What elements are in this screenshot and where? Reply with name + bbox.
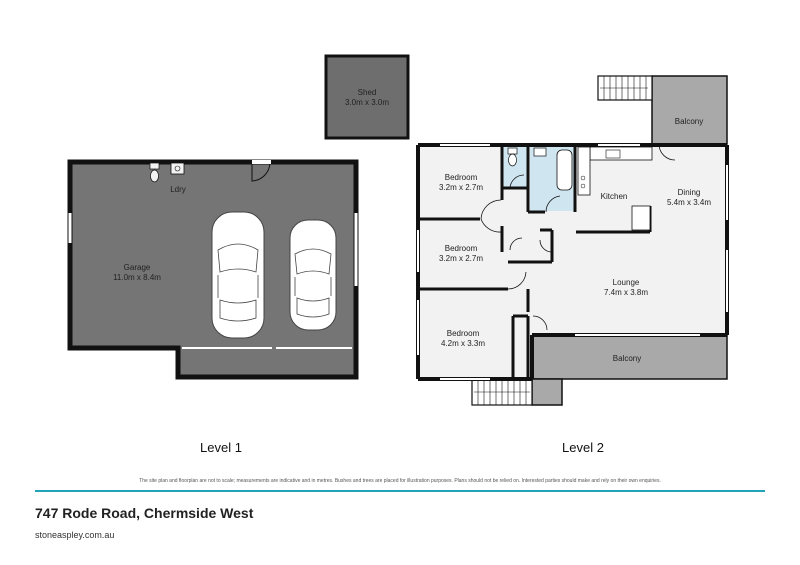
kitchen-benches: [577, 146, 653, 231]
kitchen-sink: [605, 149, 621, 159]
dining-size: 5.4m x 3.4m: [667, 198, 711, 207]
cooktop-burner-2: [580, 183, 586, 189]
balcony-bottom-step: [531, 378, 563, 406]
toilet-bowl: [150, 169, 159, 183]
laundry-tub-drain: [174, 165, 181, 172]
laundry-label: Ldry: [170, 185, 186, 194]
level-2-doors: [480, 144, 676, 331]
stairs-bottom: [471, 379, 533, 406]
garage-name: Garage: [124, 263, 151, 272]
stairs-top: [597, 75, 653, 101]
property-address: 747 Rode Road, Chermside West: [35, 505, 254, 521]
garage-entry-door: [251, 162, 271, 182]
kitchen-label: Kitchen: [601, 192, 628, 201]
level-2-floor: [418, 145, 727, 379]
level-1-title: Level 1: [200, 440, 242, 455]
laundry-tub: [170, 162, 185, 175]
bedroom-3-size: 4.2m x 3.3m: [441, 339, 485, 348]
toilet-bowl-l2: [508, 153, 517, 167]
level-2-windows: [417, 144, 728, 380]
car-left: [211, 211, 265, 339]
agency-website: stoneaspley.com.au: [35, 530, 115, 540]
toilet-cistern-l2: [507, 147, 518, 155]
bedroom-2-size: 3.2m x 2.7m: [439, 254, 483, 263]
bathtub: [556, 149, 573, 191]
lounge-name: Lounge: [613, 278, 640, 287]
vanity-basin: [533, 147, 547, 157]
bedroom-1-name: Bedroom: [445, 173, 478, 182]
toilet-cistern: [149, 162, 160, 170]
disclaimer: The site plan and floorplan are not to s…: [139, 478, 661, 484]
shed-name: Shed: [358, 88, 377, 97]
balcony-top: [651, 75, 728, 145]
cooktop-burner: [580, 175, 586, 181]
shed-room: [324, 54, 410, 140]
balcony-bottom-label: Balcony: [613, 354, 641, 363]
bedroom-3-name: Bedroom: [447, 329, 480, 338]
bedroom-1-size: 3.2m x 2.7m: [439, 183, 483, 192]
level-2-interior-walls: [418, 145, 652, 379]
car-right: [289, 219, 337, 331]
shed-size: 3.0m x 3.0m: [345, 98, 389, 107]
balcony-top-label: Balcony: [675, 117, 703, 126]
level-2-plan: Balcony Balcony: [416, 75, 729, 406]
garage-size: 11.0m x 8.4m: [113, 273, 161, 282]
level-1-plan: Shed 3.0m x 3.0m Ldry Garage 11.0m x 8.4…: [67, 54, 410, 380]
level-2-title: Level 2: [562, 440, 604, 455]
lounge-size: 7.4m x 3.8m: [604, 288, 648, 297]
bedroom-2-name: Bedroom: [445, 244, 478, 253]
footer-divider: [35, 490, 765, 492]
dining-name: Dining: [678, 188, 701, 197]
balcony-bottom: [531, 334, 728, 380]
